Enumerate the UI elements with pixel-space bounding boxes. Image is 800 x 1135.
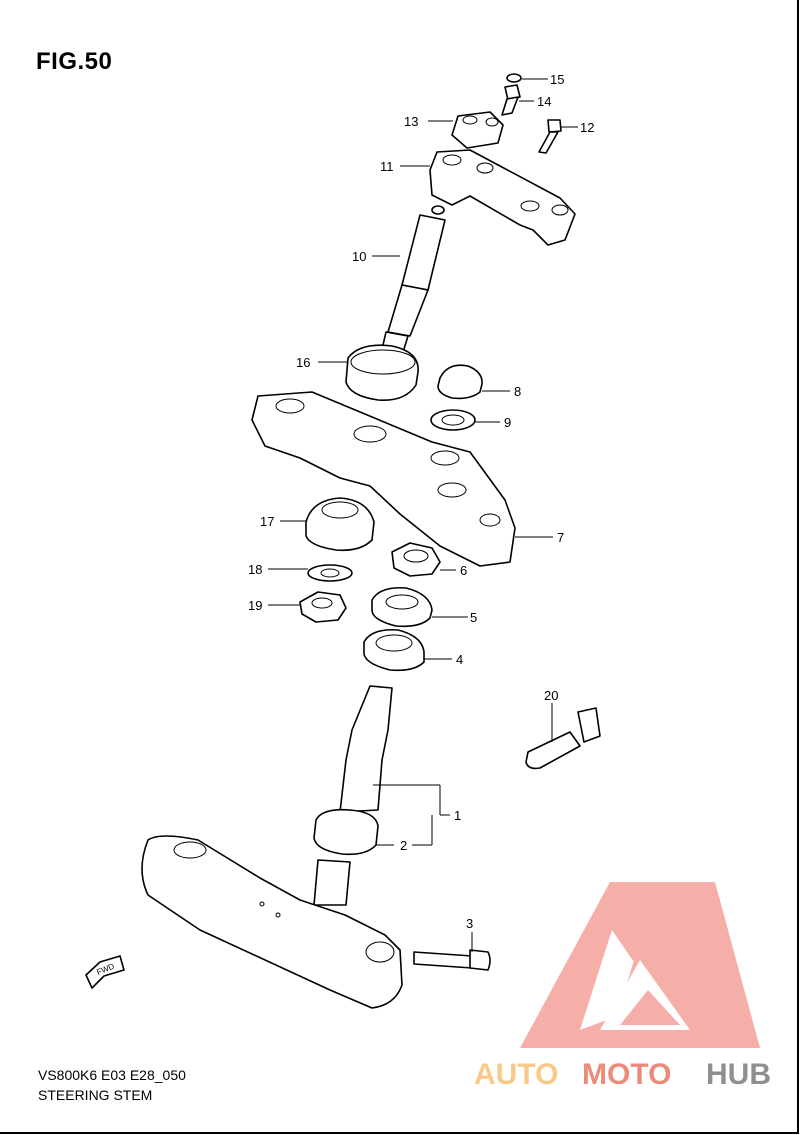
watermark-auto: AUTO (474, 1058, 558, 1091)
callout-7: 7 (557, 530, 564, 545)
callout-14: 14 (537, 94, 551, 109)
callout-18: 18 (248, 562, 262, 577)
callout-6: 6 (460, 563, 467, 578)
callout-20: 20 (544, 688, 558, 703)
part-15-circlip (506, 73, 522, 83)
callout-9: 9 (504, 415, 511, 430)
part-13-holder-cap (451, 111, 504, 149)
watermark-hub: HUB (706, 1058, 771, 1091)
part-11-handlebar-holder (429, 149, 576, 246)
part-5-dust-seal (371, 586, 433, 628)
callout-12: 12 (580, 120, 594, 135)
callout-13: 13 (404, 114, 418, 129)
model-code: VS800K6 E03 E28_050 (38, 1067, 186, 1083)
callout-3: 3 (466, 916, 473, 931)
part-19-nut (299, 591, 347, 623)
callout-2: 2 (400, 838, 407, 853)
watermark-moto: MOTO (582, 1058, 671, 1091)
section-name: STEERING STEM (38, 1087, 153, 1103)
part-18-washer (307, 564, 353, 582)
part-8-cap-nut (437, 364, 483, 400)
callout-16: 16 (296, 355, 310, 370)
part-3-bolt (413, 949, 491, 971)
callout-4: 4 (456, 652, 463, 667)
callout-8: 8 (514, 384, 521, 399)
figure-title: FIG.50 (36, 48, 113, 75)
callout-1: 1 (454, 808, 461, 823)
part-9-washer (430, 409, 476, 431)
callout-10: 10 (352, 249, 366, 264)
part-17-grommet (305, 497, 375, 552)
callout-5: 5 (470, 610, 477, 625)
part-6-nut (391, 542, 441, 577)
callout-17: 17 (260, 514, 274, 529)
part-4-bearing (363, 628, 425, 672)
callout-labels: 15 14 12 13 11 10 16 8 9 7 17 6 18 19 5 … (248, 72, 594, 931)
part-12-bolt (538, 119, 562, 154)
fwd-arrow: FWD (85, 955, 125, 989)
part-20-lock (525, 707, 601, 770)
leader-lines (268, 78, 578, 952)
part-7-upper-bracket (251, 391, 516, 567)
part-16-stem-nut (345, 344, 419, 402)
part-14-bolt (501, 84, 521, 116)
part-10-stem-bolt (379, 205, 446, 363)
callout-11: 11 (380, 159, 394, 174)
part-1-steering-stem (141, 685, 403, 1009)
callout-15: 15 (550, 72, 564, 87)
callout-19: 19 (248, 598, 262, 613)
watermark-logo (520, 882, 760, 1048)
watermark-text: AUTO MOTO HUB (474, 1058, 771, 1091)
